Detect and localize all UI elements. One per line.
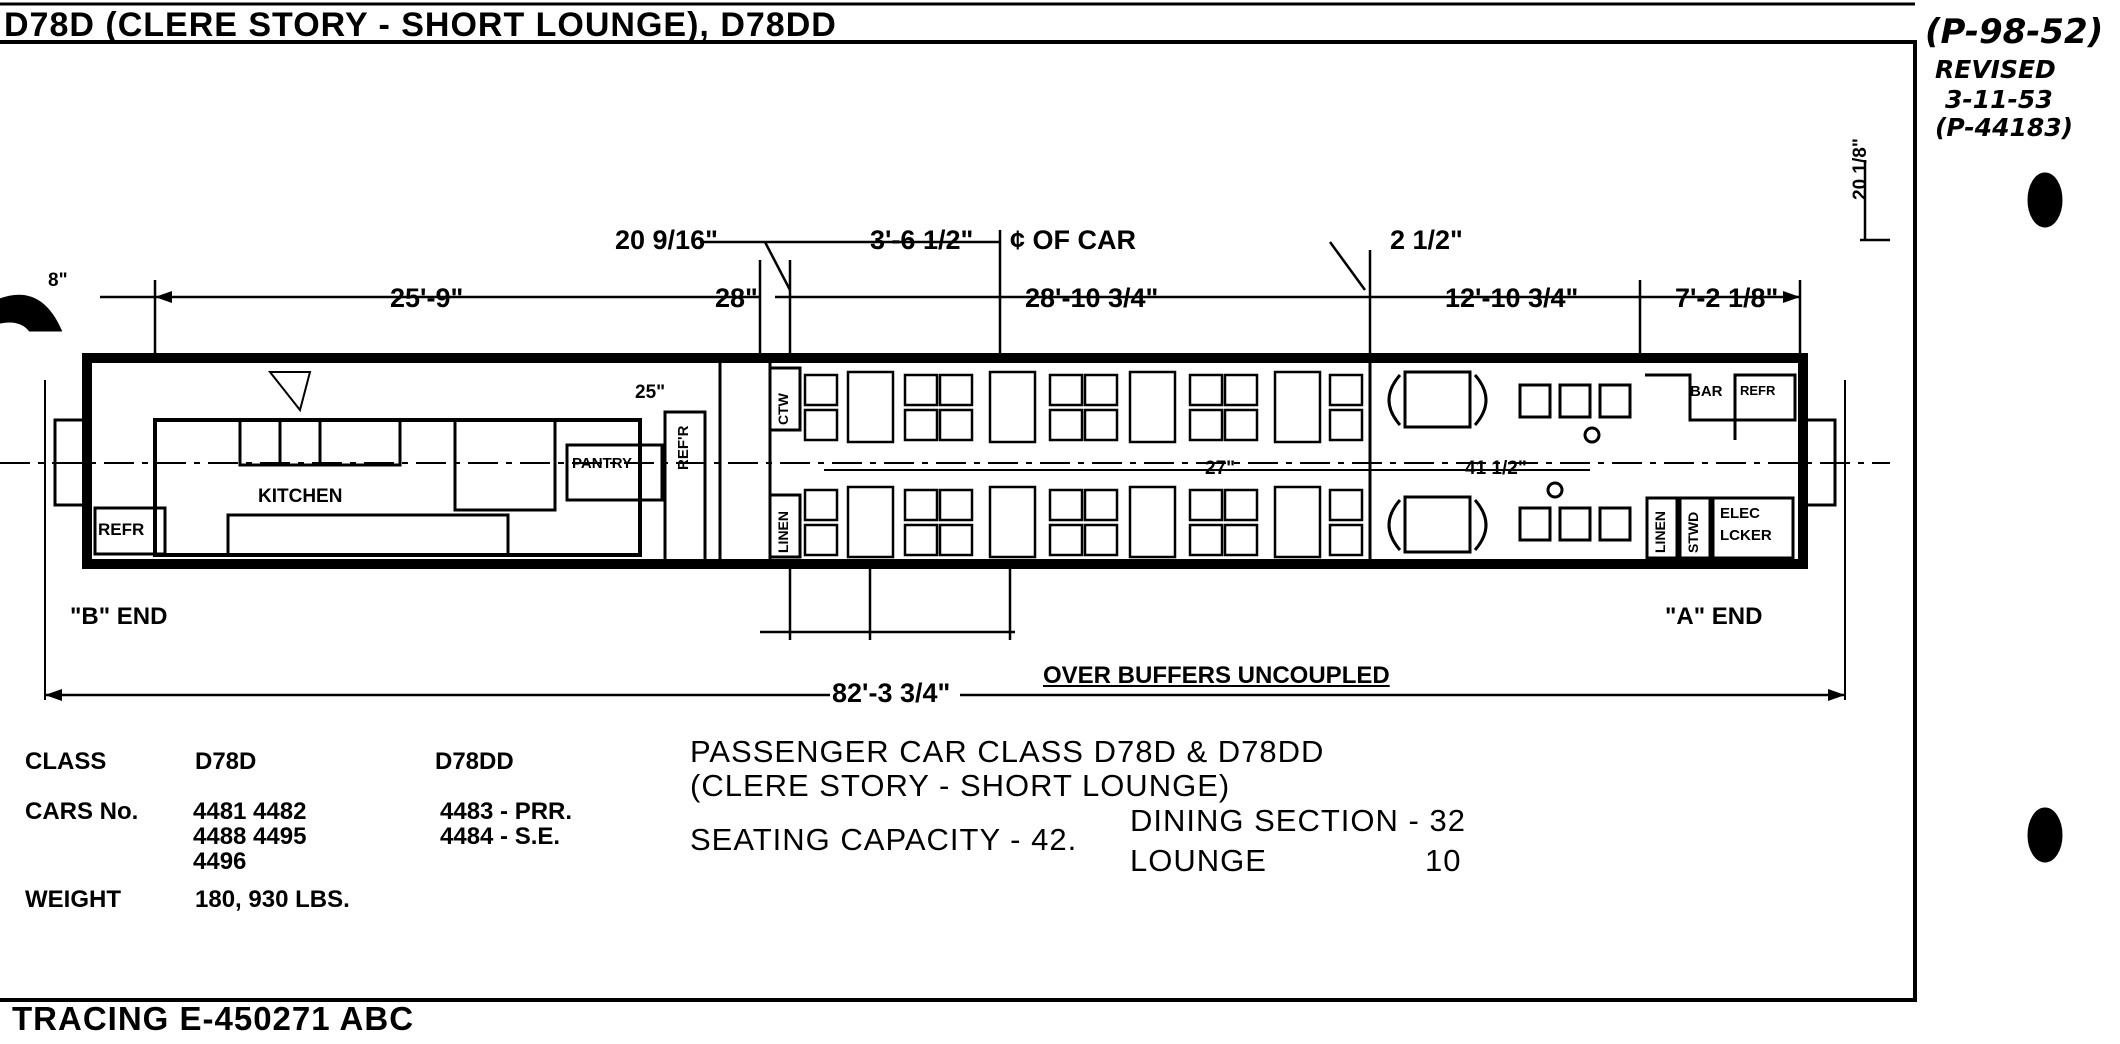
- dim-20-9-16: 20 9/16": [615, 225, 718, 255]
- a-end-label: "A" END: [1665, 603, 1763, 630]
- refr-pantry-label: REF'R: [675, 425, 692, 470]
- dim-top-left-small: 8": [48, 270, 68, 291]
- dim-right-vertical: 20 1/8": [1850, 138, 1871, 200]
- lounge-value: 10: [1425, 843, 1462, 878]
- cars-b-line-2: 4484 - S.E.: [440, 823, 561, 850]
- top-dimension-lines: [100, 160, 1890, 360]
- dim-7-2: 7'-2 1/8": [1675, 283, 1779, 313]
- refr-bar-label: REFR: [1740, 383, 1776, 398]
- dining-seats-bottom: [803, 488, 1364, 557]
- cars-a-line-1: 4481 4482: [193, 798, 307, 825]
- stwd-label: STWD: [1685, 511, 1701, 553]
- class-b: D78DD: [435, 748, 514, 775]
- dining-seats-top: [803, 373, 1364, 442]
- dim-28-10: 28'-10 3/4": [1025, 283, 1159, 313]
- dim-aisle-27: 27": [1205, 458, 1236, 479]
- b-end-label: "B" END: [70, 603, 168, 630]
- dining-section: DINING SECTION - 32: [1130, 803, 1466, 838]
- linen-left-label: LINEN: [775, 511, 791, 553]
- kitchen-label: KITCHEN: [258, 486, 343, 507]
- tracing-number: TRACING E-450271 ABC: [12, 1000, 415, 1037]
- overall-note: OVER BUFFERS UNCOUPLED: [1043, 662, 1390, 689]
- bottom-dimension-lines: [45, 565, 1845, 697]
- dining-tables: [846, 370, 1322, 559]
- drawing-number: (P-98-52): [1925, 12, 2104, 52]
- elec-locker-label-2: LCKER: [1720, 527, 1772, 544]
- cars-a-line-3: 4496: [193, 848, 247, 875]
- cars-label: CARS No.: [25, 798, 139, 825]
- pantry-label: PANTRY: [572, 455, 632, 472]
- dim-28: 28": [715, 283, 758, 313]
- overall-length: 82'-3 3/4": [832, 678, 951, 708]
- dim-pantry-gap: 25": [635, 382, 666, 403]
- car-body-outline: [82, 353, 1808, 569]
- lounge-furniture: [1387, 370, 1632, 554]
- revision-ref: (P-44183): [1935, 113, 2074, 142]
- revision-label: REVISED: [1935, 55, 2056, 84]
- bar-label: BAR: [1690, 383, 1723, 400]
- cars-a-line-2: 4488 4495: [193, 823, 307, 850]
- car-centerline-label: ¢ OF CAR: [1010, 225, 1137, 255]
- dim-12-10: 12'-10 3/4": [1445, 283, 1579, 313]
- ctw-label: CTW: [775, 393, 791, 425]
- dim-25-9: 25'-9": [390, 283, 464, 313]
- summary-line-2: (CLERE STORY - SHORT LOUNGE): [690, 768, 1231, 803]
- elec-locker-label-1: ELEC: [1720, 505, 1761, 522]
- dim-aisle-41: 41 1/2": [1465, 458, 1527, 479]
- seating-capacity: SEATING CAPACITY - 42.: [690, 822, 1078, 857]
- weight-value: 180, 930 LBS.: [195, 886, 350, 913]
- weight-label: WEIGHT: [25, 886, 121, 913]
- refr-left-label: REFR: [98, 520, 145, 539]
- lounge-label: LOUNGE: [1130, 843, 1267, 878]
- drawing-title: D78D (CLERE STORY - SHORT LOUNGE), D78DD: [4, 6, 837, 44]
- title-frame: [0, 40, 1917, 1002]
- dim-3-6: 3'-6 1/2": [870, 225, 974, 255]
- class-a: D78D: [195, 748, 257, 775]
- cars-b-line-1: 4483 - PRR.: [440, 798, 573, 825]
- revision-date: 3-11-53: [1945, 85, 2053, 114]
- linen-right-label: LINEN: [1652, 511, 1668, 553]
- dim-2-half: 2 1/2": [1390, 225, 1463, 255]
- summary-line-1: PASSENGER CAR CLASS D78D & D78DD: [690, 734, 1325, 769]
- class-label: CLASS: [25, 748, 107, 775]
